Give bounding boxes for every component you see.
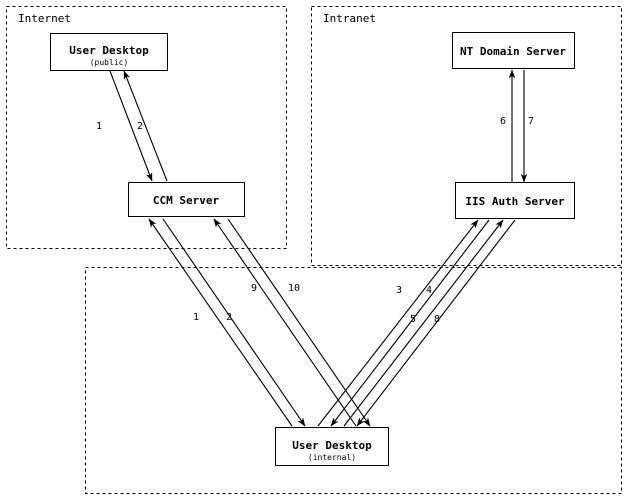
node-user-desktop-public-title: User Desktop [69, 44, 149, 57]
zone-intranet: Intranet [311, 6, 622, 266]
zone-internet: Internet [6, 6, 287, 249]
zone-internal-lan [85, 267, 622, 494]
flow-label-1-internal: 1 [193, 312, 199, 323]
flow-label-10: 10 [288, 283, 300, 294]
flow-line-4 [330, 219, 490, 427]
flow-line-8 [356, 219, 516, 427]
node-ccm-server[interactable]: CCM Server [127, 181, 246, 218]
node-nt-domain-server[interactable]: NT Domain Server [451, 31, 576, 70]
flow-line-10 [227, 218, 371, 427]
node-iis-auth-server[interactable]: IIS Auth Server [454, 181, 576, 220]
node-ccm-server-title: CCM Server [153, 194, 220, 207]
flow-label-1-public: 1 [96, 121, 102, 132]
flow-label-4: 4 [426, 285, 432, 296]
zone-intranet-label: Intranet [323, 12, 376, 25]
flow-line-3 [317, 219, 479, 427]
flow-label-8: 8 [434, 314, 440, 325]
flow-group-public-ccm: 1 2 [96, 70, 168, 182]
zone-internet-label: Internet [18, 12, 71, 25]
flow-label-7: 7 [528, 116, 534, 127]
flow-label-2-internal: 2 [226, 312, 232, 323]
flow-group-internal-iis-58: 5 8 [343, 219, 516, 427]
node-user-desktop-public[interactable]: User Desktop (public) [49, 32, 169, 72]
node-user-desktop-internal-subtitle: (internal) [308, 453, 356, 462]
node-ccm-server-box[interactable] [127, 181, 246, 218]
flow-line-2-internal [162, 218, 306, 427]
zone-internet-border [6, 6, 287, 249]
flow-line-9 [213, 218, 357, 427]
flow-line-5 [343, 219, 504, 427]
flow-label-2-public: 2 [137, 121, 143, 132]
node-user-desktop-internal[interactable]: User Desktop (internal) [274, 426, 390, 467]
node-nt-domain-server-box[interactable] [451, 31, 576, 70]
flow-line-1-internal [148, 218, 293, 427]
flow-label-6: 6 [500, 116, 506, 127]
flow-group-ccm-internal-12: 1 2 [148, 218, 306, 427]
node-iis-auth-server-box[interactable] [454, 181, 576, 220]
node-user-desktop-internal-title: User Desktop [292, 439, 372, 452]
flow-group-internal-iis-34: 3 4 [317, 219, 490, 427]
node-user-desktop-internal-box[interactable] [274, 426, 390, 467]
node-user-desktop-public-box[interactable] [49, 32, 169, 72]
flow-group-ccm-internal-910: 9 10 [213, 218, 371, 427]
zone-intranet-border [311, 6, 622, 266]
flow-label-9: 9 [251, 283, 257, 294]
flow-label-3: 3 [396, 285, 402, 296]
node-user-desktop-public-subtitle: (public) [90, 58, 129, 67]
node-iis-auth-server-title: IIS Auth Server [465, 195, 565, 208]
zone-internal-lan-border [85, 267, 622, 494]
node-nt-domain-server-title: NT Domain Server [460, 45, 566, 58]
flow-line-1-public [109, 70, 153, 182]
flow-group-iis-nt: 6 7 [500, 69, 534, 183]
flow-label-5: 5 [410, 314, 416, 325]
flow-line-2-public [123, 70, 168, 182]
